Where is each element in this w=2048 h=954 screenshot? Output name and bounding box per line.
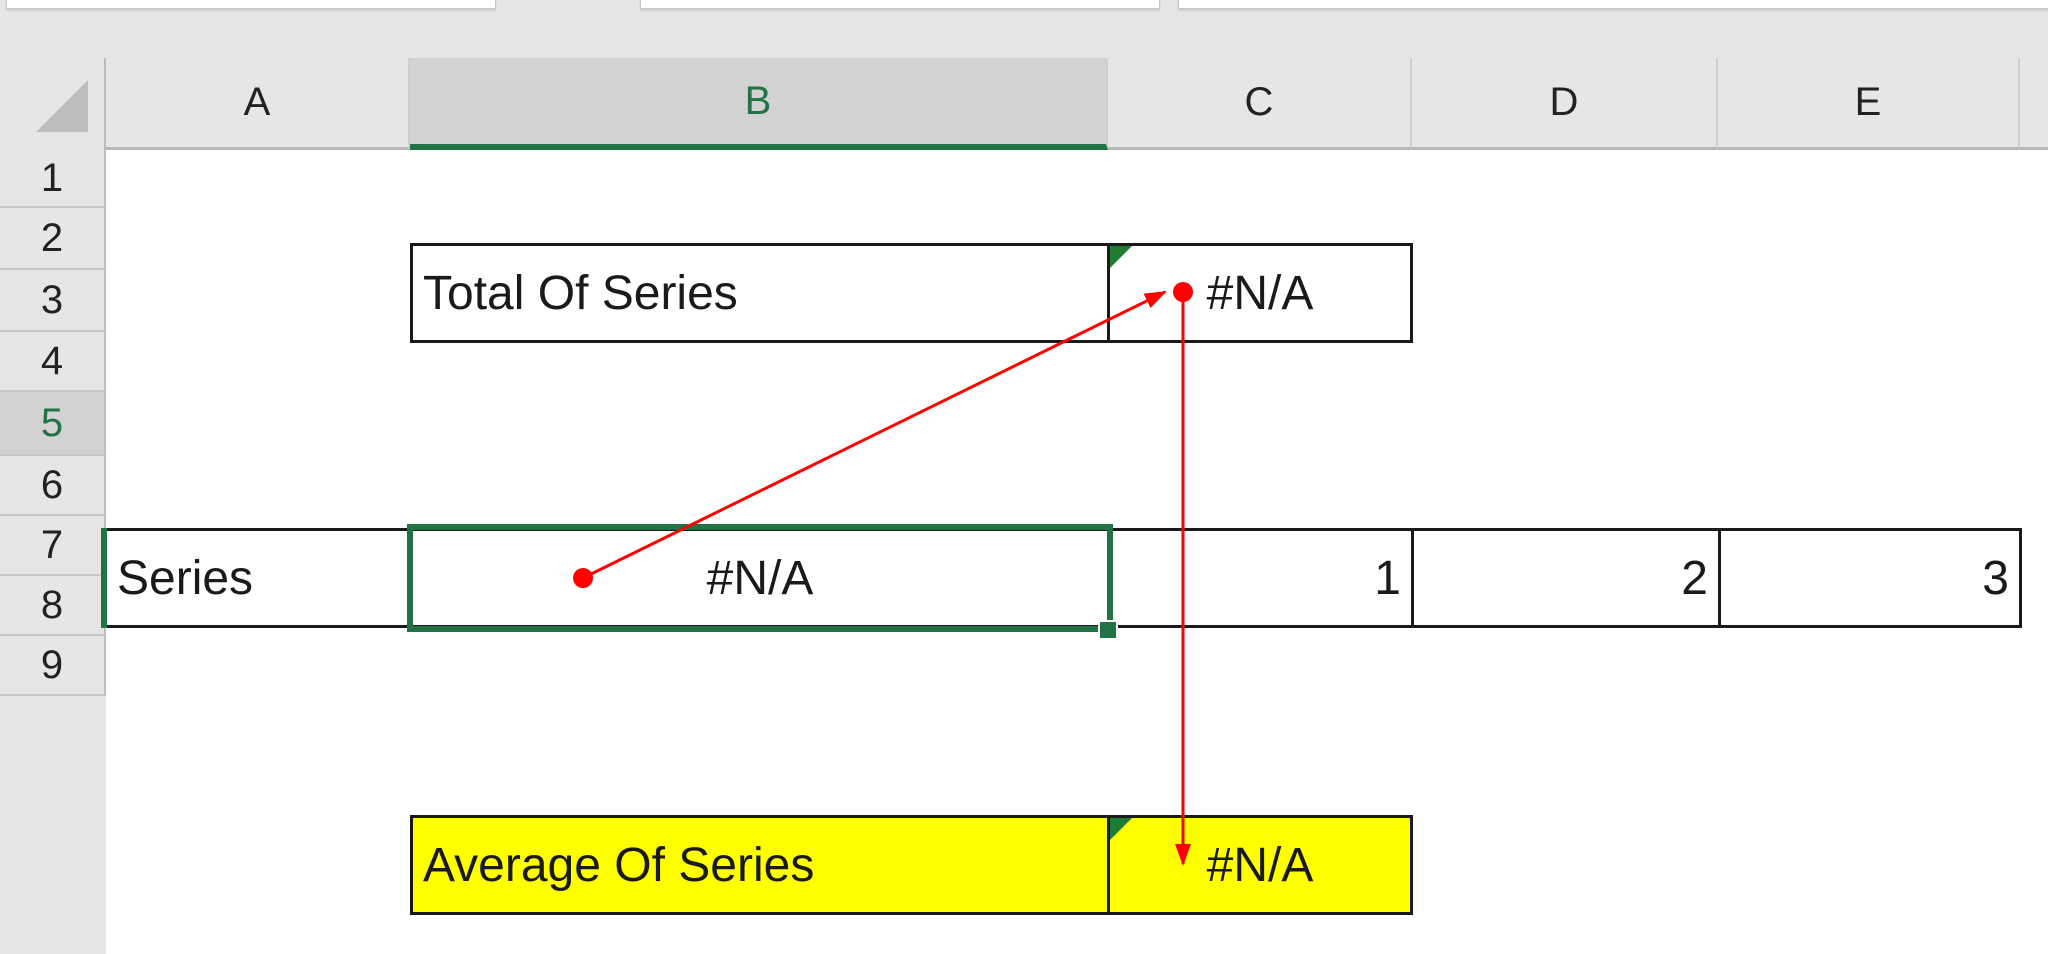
cell-b2[interactable]: Total Of Series bbox=[410, 243, 1110, 343]
cell-c5[interactable]: 1 bbox=[1108, 528, 1414, 628]
cell-c2[interactable]: #N/A bbox=[1107, 243, 1413, 343]
column-header-c[interactable]: C bbox=[1108, 58, 1412, 150]
cell-e5[interactable]: 3 bbox=[1718, 528, 2022, 628]
cell-d5[interactable]: 2 bbox=[1411, 528, 1721, 628]
column-header-e[interactable]: E bbox=[1718, 58, 2020, 150]
select-all-button[interactable] bbox=[0, 58, 106, 150]
formula-bar[interactable] bbox=[1178, 0, 2048, 9]
row-header-4[interactable]: 4 bbox=[0, 332, 106, 392]
cell-e5-text: 3 bbox=[1982, 551, 2009, 605]
cell-c5-text: 1 bbox=[1374, 551, 1401, 605]
row-header-7[interactable]: 7 bbox=[0, 516, 106, 576]
fill-handle[interactable] bbox=[1098, 620, 1118, 640]
column-header-f[interactable] bbox=[2020, 58, 2048, 150]
cell-c8-text: #N/A bbox=[1206, 838, 1314, 892]
row-header-5[interactable]: 5 bbox=[0, 392, 106, 456]
cell-b5[interactable]: #N/A bbox=[409, 528, 1111, 628]
error-indicator-icon[interactable] bbox=[1110, 818, 1132, 840]
row-header-2[interactable]: 2 bbox=[0, 208, 106, 270]
row-header-8[interactable]: 8 bbox=[0, 576, 106, 636]
row-header-1[interactable]: 1 bbox=[0, 150, 106, 208]
column-header-d[interactable]: D bbox=[1412, 58, 1718, 150]
select-all-icon bbox=[36, 80, 88, 132]
error-indicator-icon[interactable] bbox=[1110, 246, 1132, 268]
formula-bar-controls[interactable] bbox=[640, 0, 1160, 9]
cell-b5-text: #N/A bbox=[706, 551, 814, 605]
row-header-9[interactable]: 9 bbox=[0, 636, 106, 696]
column-header-b[interactable]: B bbox=[410, 58, 1108, 150]
cell-a5-text: Series bbox=[117, 551, 254, 605]
cell-b2-text: Total Of Series bbox=[423, 266, 738, 320]
cell-d5-text: 2 bbox=[1681, 551, 1708, 605]
column-header-a[interactable]: A bbox=[106, 58, 410, 150]
name-box[interactable] bbox=[6, 0, 496, 9]
cell-c8[interactable]: #N/A bbox=[1107, 815, 1413, 915]
cell-b8[interactable]: Average Of Series bbox=[410, 815, 1110, 915]
row-header-3[interactable]: 3 bbox=[0, 270, 106, 332]
cell-b8-text: Average Of Series bbox=[423, 838, 815, 892]
cell-c2-text: #N/A bbox=[1206, 266, 1314, 320]
cell-a5[interactable]: Series bbox=[104, 528, 412, 628]
row-header-6[interactable]: 6 bbox=[0, 456, 106, 516]
